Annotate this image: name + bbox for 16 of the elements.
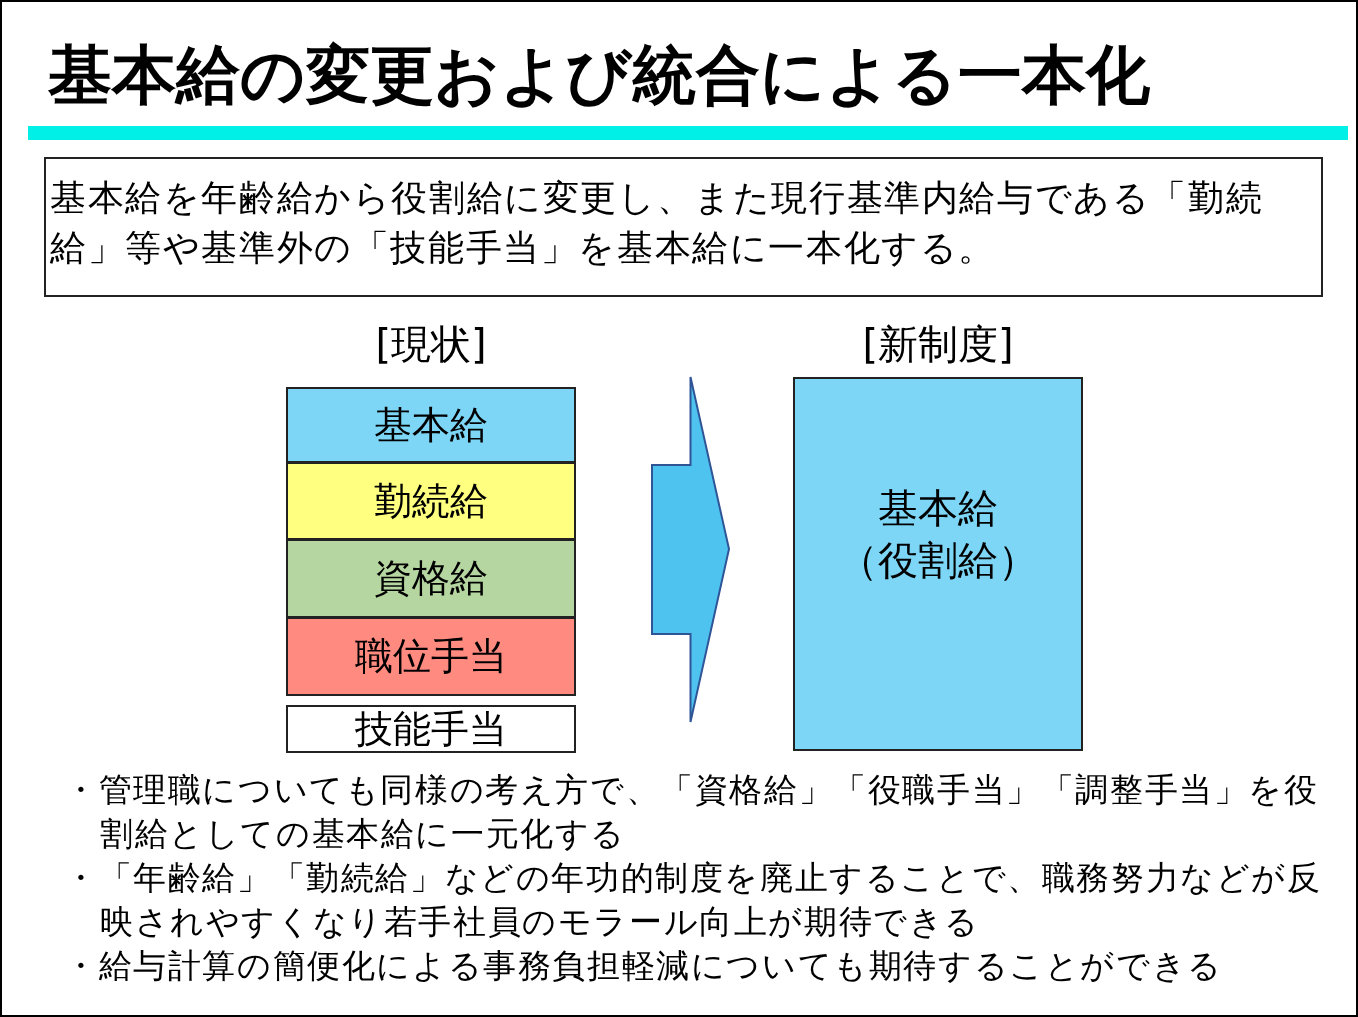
section-heading: [新制度] <box>861 320 1015 368</box>
summary-text: 基本給を年齢給から役割給に変更し、また現行基準内給与である「勤続給」等や基準外の「技能手当」を基本給に一本化する。 <box>50 177 1264 268</box>
bullet-note: ・管理職についても同様の考え方で、「資格給」「役職手当」「調整手当」を役割給としての基本給に一元化する <box>64 769 1320 855</box>
bullet-note: ・「年齢給」「勤続給」などの年功的制度を廃止することで、職務努力などが反映されやすくなり若手社員のモラール向上が期待できる <box>64 857 1323 943</box>
title: 基本給の変更および統合による一本化 <box>28 30 1348 140</box>
box-label: 基本給 <box>878 484 998 533</box>
section-heading: [現状] <box>374 320 488 368</box>
summary-box <box>44 157 1323 297</box>
salary-component-box: 技能手当 <box>286 705 576 753</box>
bullet-note: ・給与計算の簡便化による事務負担軽減についても期待することができる <box>64 945 1224 987</box>
salary-component-box: 勤続給 <box>286 462 576 540</box>
salary-component-box: 職位手当 <box>286 617 576 696</box>
block-arrow <box>651 376 731 723</box>
box-label: （役割給） <box>838 536 1038 585</box>
salary-component-box: 基本給 <box>286 387 576 463</box>
salary-component-box: 資格給 <box>286 539 576 618</box>
